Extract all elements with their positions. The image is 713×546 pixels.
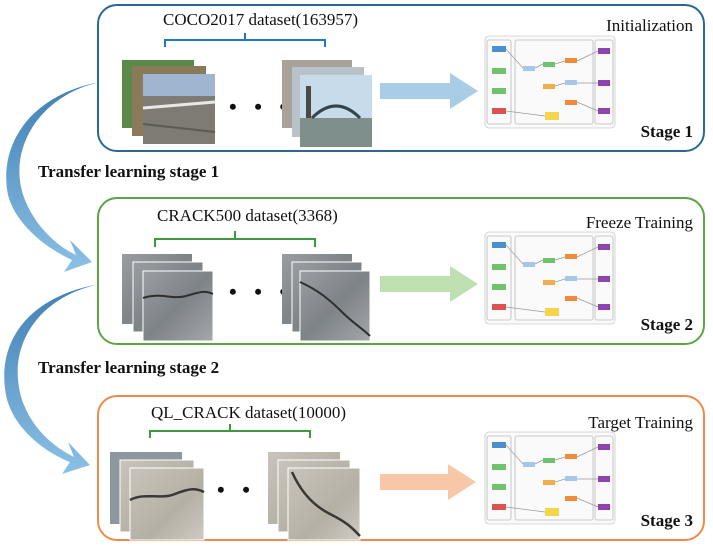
dataset-title-crack500: CRACK500 dataset(3368) xyxy=(157,206,338,225)
ellipsis-dots: • • • xyxy=(217,477,282,502)
stage-2-label: Stage 2 xyxy=(640,315,693,334)
network-diagram-stage-1 xyxy=(484,35,616,129)
stage-3-panel: QL_CRACK dataset(10000) Target Training … xyxy=(97,395,705,541)
ql-crack-image-stack-left xyxy=(110,452,205,541)
ellipsis-dots: • • • xyxy=(229,279,294,304)
brace-stage-3 xyxy=(149,424,311,438)
stage-1-label: Stage 1 xyxy=(640,122,693,141)
transfer-arrow-2 xyxy=(4,284,100,474)
transfer-label-2: Transfer learning stage 2 xyxy=(38,358,220,377)
stage-1-panel: COCO2017 dataset(163957) Initialization … xyxy=(97,4,705,152)
coco-image-stack-left xyxy=(122,60,216,144)
dataset-title-coco: COCO2017 dataset(163957) xyxy=(163,10,359,29)
coco-image-stack-right xyxy=(282,60,372,147)
brace-stage-2 xyxy=(154,231,316,247)
arrow-to-model-stage-1 xyxy=(380,73,478,109)
ellipsis-dots: • • • xyxy=(229,94,294,119)
crack500-image-stack-right xyxy=(282,254,371,342)
ql-crack-image-stack-right xyxy=(268,452,361,541)
arrow-to-model-stage-3 xyxy=(380,464,476,500)
network-diagram-stage-2 xyxy=(484,231,616,325)
mode-target-training: Target Training xyxy=(588,413,693,432)
stage-2-panel: CRACK500 dataset(3368) Freeze Training S… xyxy=(97,197,705,345)
crack500-image-stack-left xyxy=(122,254,214,342)
mode-initialization: Initialization xyxy=(606,16,693,35)
brace-stage-1 xyxy=(164,33,326,47)
arrow-to-model-stage-2 xyxy=(380,266,478,302)
dataset-title-ql-crack: QL_CRACK dataset(10000) xyxy=(151,403,347,422)
network-diagram-stage-3 xyxy=(484,431,616,525)
mode-freeze-training: Freeze Training xyxy=(585,213,693,232)
transfer-arrow-1 xyxy=(6,82,100,272)
transfer-label-1: Transfer learning stage 1 xyxy=(38,162,220,181)
stage-3-label: Stage 3 xyxy=(640,511,693,530)
